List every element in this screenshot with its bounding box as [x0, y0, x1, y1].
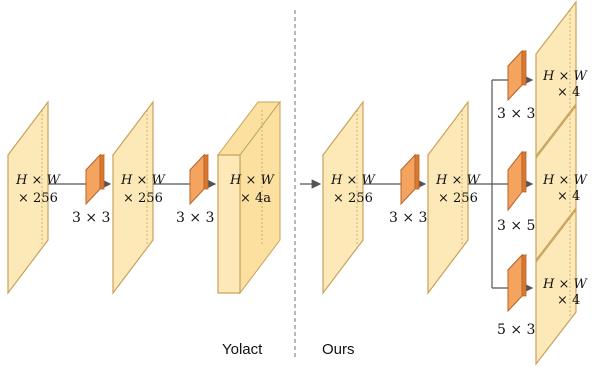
ours-output-1-channels: × 4	[557, 85, 580, 100]
yolact-feature-map-2	[112, 100, 154, 295]
yolact-map-3-channels: × 4a	[240, 191, 271, 206]
ours-branch-kernel-1-label: 3 × 3	[497, 106, 535, 122]
yolact-kernel-2-label: 3 × 3	[176, 210, 214, 226]
ours-output-map-1	[535, 0, 577, 158]
ours-output-map-2	[535, 104, 577, 262]
ours-branch-kernel-3	[507, 253, 527, 313]
ours-output-map-3	[535, 208, 577, 366]
ours-map-2-channels: × 256	[438, 191, 478, 206]
ours-branch-kernel-3-label: 5 × 3	[497, 322, 535, 338]
ours-output-1-dims: H × W	[542, 69, 588, 84]
yolact-feature-map-1	[7, 100, 49, 295]
ours-feature-map-2	[427, 100, 469, 295]
ours-output-3-channels: × 4	[557, 293, 580, 308]
ours-branch-kernel-2-label: 3 × 5	[497, 218, 535, 234]
yolact-kernel-2	[189, 153, 209, 206]
yolact-caption: Yolact	[222, 341, 263, 358]
yolact-kernel-1-label: 3 × 3	[72, 210, 110, 226]
ours-branch-kernel-2	[507, 150, 527, 212]
ours-map-1-dims: H × W	[330, 173, 376, 188]
ours-output-2-channels: × 4	[557, 189, 580, 204]
ours-caption: Ours	[322, 341, 355, 358]
yolact-kernel-1	[85, 153, 105, 206]
yolact-map-1-channels: × 256	[18, 191, 58, 206]
yolact-map-1-dims: H × W	[15, 173, 61, 188]
ours-output-2-dims: H × W	[542, 173, 588, 188]
yolact-feature-map-3	[216, 100, 282, 295]
ours-kernel-1-label: 3 × 3	[389, 210, 427, 226]
yolact-map-2-channels: × 256	[123, 191, 163, 206]
ours-branch-kernel-1	[507, 49, 527, 102]
ours-output-3-dims: H × W	[542, 277, 588, 292]
ours-kernel-1	[400, 153, 420, 206]
ours-map-1-channels: × 256	[333, 191, 373, 206]
yolact-map-3-dims: H × W	[229, 173, 275, 188]
ours-map-2-dims: H × W	[435, 173, 481, 188]
yolact-map-2-dims: H × W	[120, 173, 166, 188]
ours-feature-map-1	[322, 100, 364, 295]
